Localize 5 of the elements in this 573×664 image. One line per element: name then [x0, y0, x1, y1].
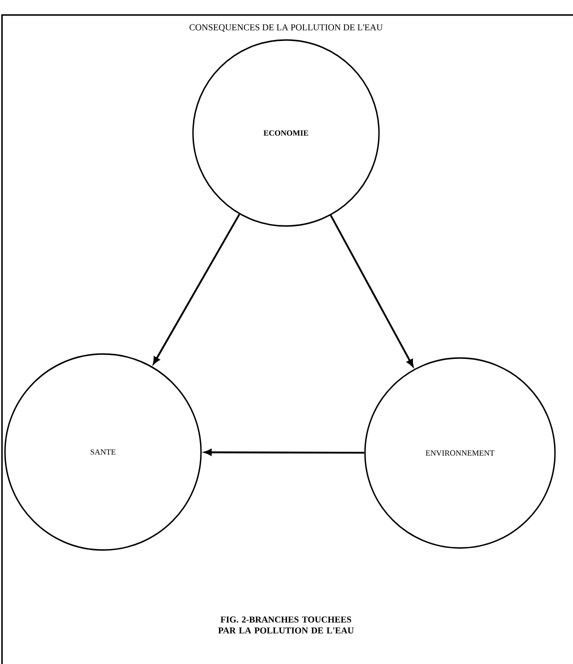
arrow: [152, 214, 240, 364]
arrow: [330, 214, 414, 367]
caption: FIG. 2-BRANCHES TOUCHEES PAR LA POLLUTION DE L'EAU: [218, 616, 354, 634]
arrow: [204, 449, 364, 456]
title: CONSEQUENCES DE LA POLLUTION DE L'EAU: [190, 24, 383, 32]
